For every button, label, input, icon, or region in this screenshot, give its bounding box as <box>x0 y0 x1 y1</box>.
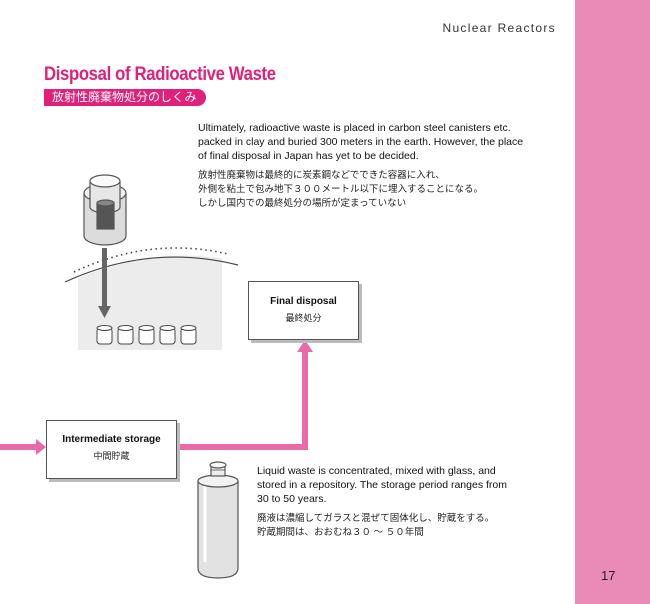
jp-line: 放射性廃棄物は最終的に炭素鋼などでできた容器に入れ、 <box>198 170 445 181</box>
final-disposal-label-en: Final disposal <box>270 296 337 307</box>
intermediate-storage-label-jp: 中間貯蔵 <box>93 451 130 461</box>
liquid-waste-text-en: Liquid waste is concentrated, mixed with… <box>257 465 507 505</box>
buried-canisters <box>96 325 197 345</box>
side-color-band <box>575 0 650 604</box>
jp-line: 外側を粘土で包み地下３００メートル以下に埋入することになる。 <box>198 184 484 195</box>
final-disposal-label-jp: 最終処分 <box>285 313 322 323</box>
waste-canister-icon <box>83 174 127 246</box>
jp-line: 廃液は濃縮してガラスと混ぜて固体化し、貯蔵をする。 <box>257 513 495 524</box>
page-heading: Disposal of Radioactive Waste <box>44 64 276 85</box>
liquid-waste-text-jp: 廃液は濃縮してガラスと混ぜて固体化し、貯蔵をする。 貯蔵期間は、おおむね３０ ～… <box>257 512 517 540</box>
section-title: Nuclear Reactors <box>442 21 556 35</box>
vitrified-waste-container-icon <box>197 461 239 579</box>
jp-line: 貯蔵期間は、おおむね３０ ～ ５０年間 <box>257 527 424 538</box>
flow-arrow <box>0 340 313 455</box>
intermediate-storage-box: Intermediate storage 中間貯蔵 <box>46 420 177 479</box>
down-arrow <box>98 248 111 318</box>
final-disposal-text-en: Ultimately, radioactive waste is placed … <box>198 122 524 162</box>
page-subheading-jp: 放射性廃棄物処分のしくみ <box>44 89 207 106</box>
intermediate-storage-label-en: Intermediate storage <box>62 434 161 445</box>
final-disposal-description: Ultimately, radioactive waste is placed … <box>198 121 528 211</box>
jp-line: しかし国内での最終処分の場所が定まっていない <box>198 198 407 209</box>
final-disposal-box: Final disposal 最終処分 <box>248 281 359 340</box>
final-disposal-text-jp: 放射性廃棄物は最終的に炭素鋼などでできた容器に入れ、 外側を粘土で包み地下３００… <box>198 169 528 211</box>
page-number: 17 <box>601 568 616 583</box>
liquid-waste-description: Liquid waste is concentrated, mixed with… <box>257 464 517 540</box>
